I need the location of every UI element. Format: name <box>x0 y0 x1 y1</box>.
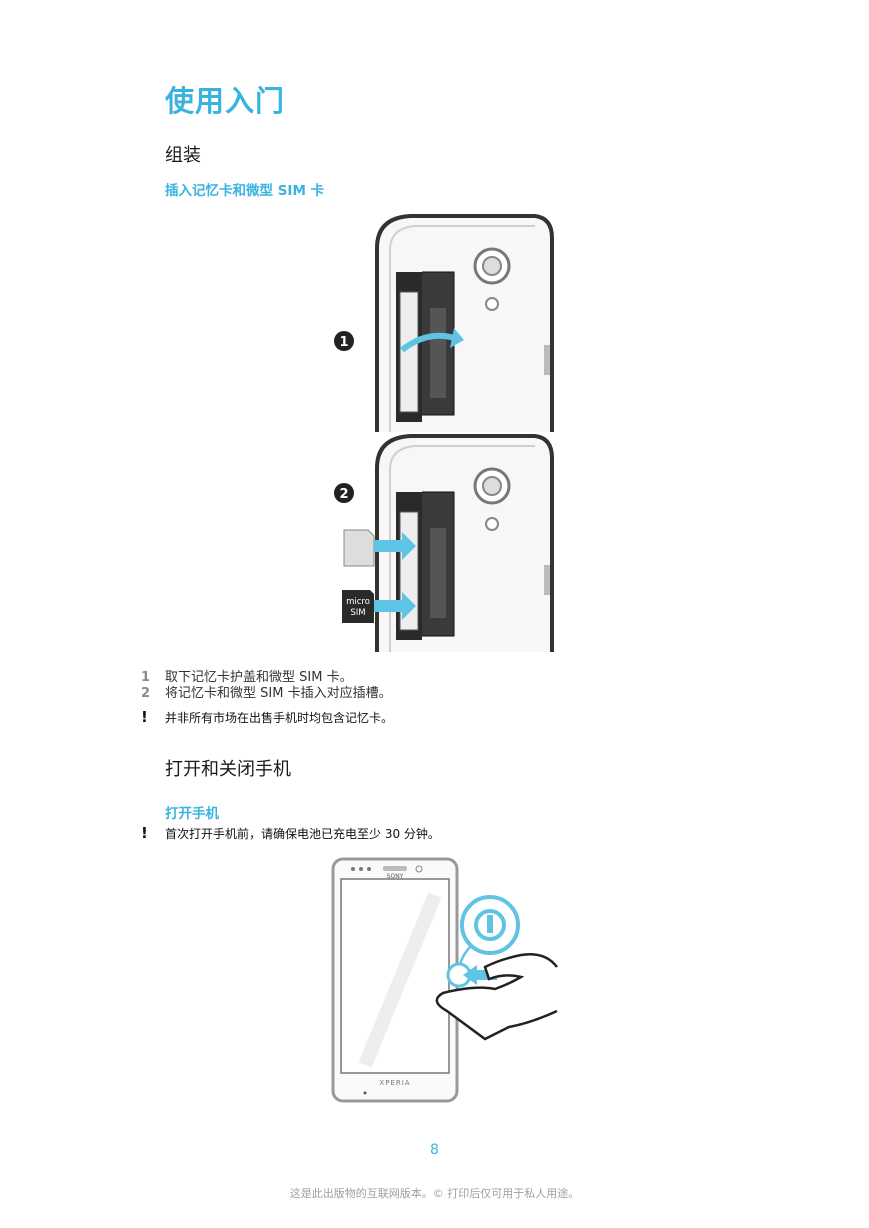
subheading-turn-on: 打开手机 <box>165 806 219 822</box>
footer-copyright: 这是此出版物的互联网版本。© 打印后仅可用于私人用途。 <box>289 1187 580 1200</box>
note-icon: ! <box>141 824 148 842</box>
step-1-text: 取下记忆卡护盖和微型 SIM 卡。 <box>165 670 353 685</box>
page-number: 8 <box>430 1142 439 1158</box>
step-2-text: 将记忆卡和微型 SIM 卡插入对应插槽。 <box>165 686 392 701</box>
note-text: 首次打开手机前，请确保电池已充电至少 30 分钟。 <box>165 827 440 841</box>
power-on-illustration: SONY XPERIA <box>331 857 558 1103</box>
svg-text:SONY: SONY <box>387 873 404 880</box>
svg-text:XPERIA: XPERIA <box>379 1079 410 1087</box>
subheading-insert-card: 插入记忆卡和微型 SIM 卡 <box>165 183 325 199</box>
svg-text:2: 2 <box>339 487 348 502</box>
callout-2: 2 <box>334 483 354 503</box>
note-icon: ! <box>141 708 148 726</box>
memory-card <box>343 529 375 567</box>
section-heading-assembly: 组装 <box>165 145 201 166</box>
svg-text:micro: micro <box>346 597 370 607</box>
power-icon <box>460 895 520 955</box>
section-heading-power: 打开和关闭手机 <box>165 759 291 780</box>
svg-text:1: 1 <box>339 335 348 350</box>
note-battery: ! 首次打开手机前，请确保电池已充电至少 30 分钟。 <box>141 824 440 842</box>
sim-card-insertion-illustration: 1 2 micro SIM <box>334 214 554 652</box>
page-title: 使用入门 <box>165 84 286 118</box>
note-text: 并非所有市场在出售手机时均包含记忆卡。 <box>165 711 394 725</box>
micro-sim-card: micro SIM <box>342 590 374 623</box>
svg-text:SIM: SIM <box>350 608 365 618</box>
note-memory-card: ! 并非所有市场在出售手机时均包含记忆卡。 <box>141 708 393 726</box>
callout-1: 1 <box>334 331 354 351</box>
